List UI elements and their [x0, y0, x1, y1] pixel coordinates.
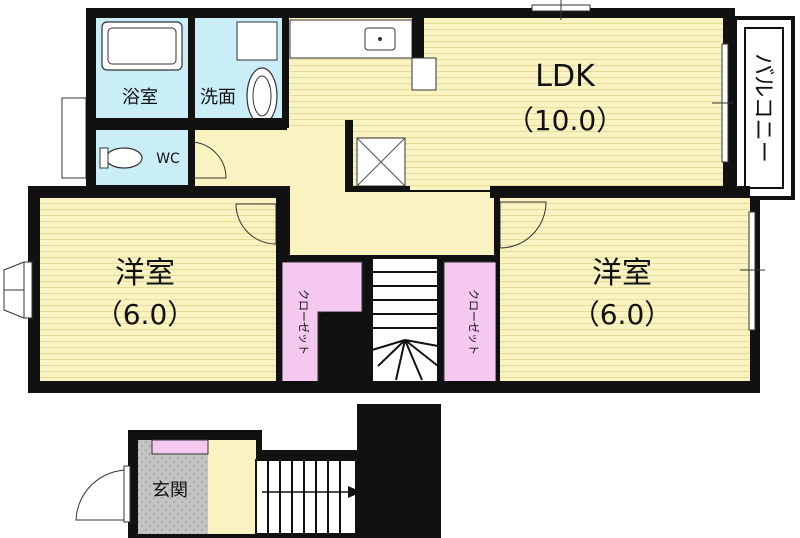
toilet-icon [105, 147, 143, 169]
western-right-size: （6.0） [572, 298, 673, 331]
bathroom-label: 浴室 [122, 87, 158, 108]
entrance-label: 玄関 [152, 480, 188, 501]
closet-right [443, 261, 497, 383]
western-left-label: 洋室 [115, 256, 175, 291]
shoe-cabinet [151, 439, 209, 455]
right-room-window [748, 211, 756, 331]
balcony-label: バルコニー [750, 53, 775, 163]
western-right-label: 洋室 [592, 256, 652, 291]
washer-icon [236, 21, 278, 61]
toilet-label: WC [156, 151, 180, 167]
western-left-size: （6.0） [95, 298, 196, 331]
interior-walls [28, 8, 760, 393]
entry-hall [208, 440, 256, 534]
washroom-label: 洗面 [200, 87, 236, 108]
stair-direction-arrow [348, 486, 362, 498]
ldk-size: （10.0） [506, 104, 624, 137]
left-room-window [23, 261, 33, 319]
closet-right-label: クローゼット [467, 289, 480, 355]
closet-left-label: クローゼット [297, 289, 310, 355]
kitchen-pillar [412, 18, 424, 58]
ldk-label: LDK [535, 59, 596, 94]
door-swings [189, 141, 547, 249]
entrance-area [138, 440, 208, 534]
entrance-door-swing [75, 469, 129, 521]
hallway [195, 130, 498, 255]
